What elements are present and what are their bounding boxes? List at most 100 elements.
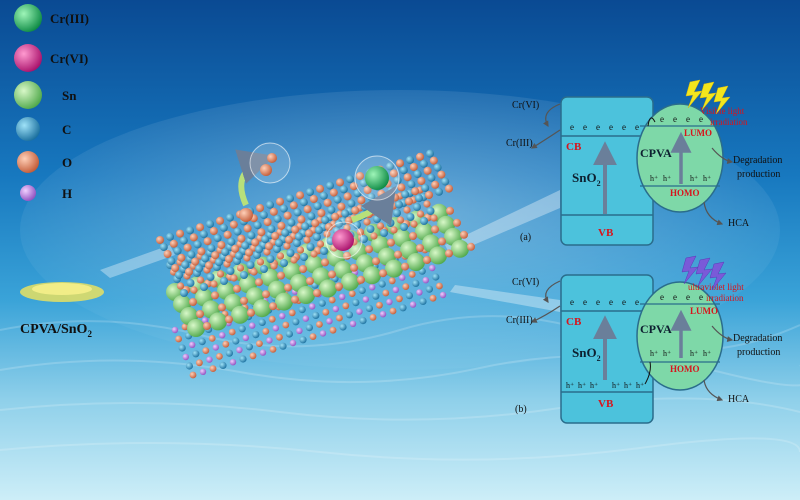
transfer-arrow-icon — [647, 117, 656, 127]
c-atom — [305, 324, 313, 332]
o-atom — [453, 218, 461, 227]
mechanism-panel-a: e e e e e e CB VB SnO2 e e e e LUMO HOMO… — [506, 79, 782, 246]
o-atom — [283, 211, 292, 220]
c-atom — [339, 185, 348, 194]
c-atom — [273, 214, 282, 223]
h-atom — [309, 303, 316, 310]
o-atom — [291, 295, 299, 304]
c-atom — [232, 337, 240, 345]
light-label: ultraviolet light irradiation — [688, 282, 746, 303]
o-atom — [363, 218, 371, 226]
c-atom — [318, 299, 326, 307]
o-atom — [225, 255, 233, 263]
sn-atom — [275, 292, 293, 311]
sample-powder — [20, 282, 104, 302]
panel-label-b: (b) — [515, 404, 527, 415]
c-atom — [295, 232, 303, 241]
o-atom — [269, 207, 278, 216]
h-atom — [379, 311, 387, 318]
h-atom — [189, 341, 196, 348]
c-atom — [435, 187, 443, 196]
legend-label: Sn — [62, 88, 77, 103]
legend-item-c: C — [16, 117, 71, 141]
o-atom — [336, 314, 343, 322]
cpva-label: CPVA — [640, 322, 672, 336]
c-atom — [333, 195, 342, 204]
o-atom — [251, 238, 260, 247]
panel-label-a: (a) — [520, 232, 531, 243]
o-atom — [387, 238, 395, 247]
c-atom — [266, 255, 275, 263]
c-atom — [366, 225, 375, 233]
c-atom — [235, 251, 243, 260]
hole-row: h⁺ h⁺ h⁺ h⁺ h⁺ h⁺ — [566, 381, 644, 390]
svg-text:h⁺: h⁺ — [566, 381, 574, 390]
o-atom — [211, 291, 219, 300]
c-atom — [281, 228, 290, 237]
hole-row: h⁺ h⁺ h⁺ h⁺ — [650, 174, 711, 183]
c-atom — [240, 271, 248, 279]
c-atom — [427, 173, 436, 182]
cr3-label: Cr(III) — [506, 138, 533, 149]
svg-text:h⁺: h⁺ — [636, 381, 644, 390]
c-atom — [239, 355, 247, 363]
o-atom — [196, 276, 205, 284]
o-atom — [216, 216, 224, 225]
h-atom — [392, 286, 399, 293]
o-atom — [416, 152, 424, 161]
o-atom — [291, 225, 300, 234]
o-atom — [203, 322, 211, 330]
c-atom — [405, 292, 413, 300]
o-atom — [389, 169, 398, 178]
c-atom — [299, 198, 308, 207]
svg-text:e: e — [660, 114, 664, 124]
c-atom — [195, 264, 203, 273]
o-atom — [216, 353, 223, 360]
o-atom — [335, 282, 343, 291]
o-atom — [185, 267, 193, 276]
o-atom — [356, 172, 364, 180]
h-atom — [199, 368, 207, 375]
o-atom — [169, 239, 178, 248]
c-atom — [313, 233, 321, 241]
h-atom — [279, 312, 286, 320]
svg-text:h⁺: h⁺ — [612, 381, 620, 390]
o-atom — [416, 244, 424, 252]
o-atom — [222, 340, 230, 348]
c-atom — [206, 220, 214, 228]
h-atom — [212, 344, 219, 351]
c-atom — [227, 237, 236, 246]
c-atom — [275, 239, 283, 247]
svg-text:e: e — [596, 297, 600, 307]
o-atom — [285, 235, 293, 244]
o-atom — [231, 244, 240, 253]
o-atom — [230, 274, 238, 282]
o-atom — [210, 280, 218, 288]
o-atom — [322, 308, 330, 316]
sn-atom — [429, 246, 447, 265]
o-atom — [216, 270, 225, 278]
c-atom — [441, 177, 450, 186]
h-atom — [266, 337, 273, 344]
svg-text:h⁺: h⁺ — [703, 174, 711, 183]
o-atom — [296, 191, 304, 200]
c-atom — [415, 194, 423, 203]
c-atom — [261, 235, 270, 244]
o-atom — [429, 294, 437, 302]
c-atom — [280, 259, 288, 267]
h-atom — [206, 356, 213, 363]
c-atom — [186, 279, 195, 287]
o-atom — [310, 250, 318, 258]
c-atom — [425, 285, 433, 293]
o-atom — [197, 247, 206, 256]
c-atom — [406, 213, 415, 221]
c-atom — [372, 292, 380, 300]
c-atom — [346, 175, 354, 184]
h-atom — [242, 334, 249, 341]
o-atom — [376, 222, 385, 230]
c-atom — [293, 208, 302, 217]
o-atom — [283, 242, 291, 250]
c-atom — [378, 280, 386, 288]
o-atom — [177, 253, 186, 262]
h-atom — [249, 322, 256, 329]
